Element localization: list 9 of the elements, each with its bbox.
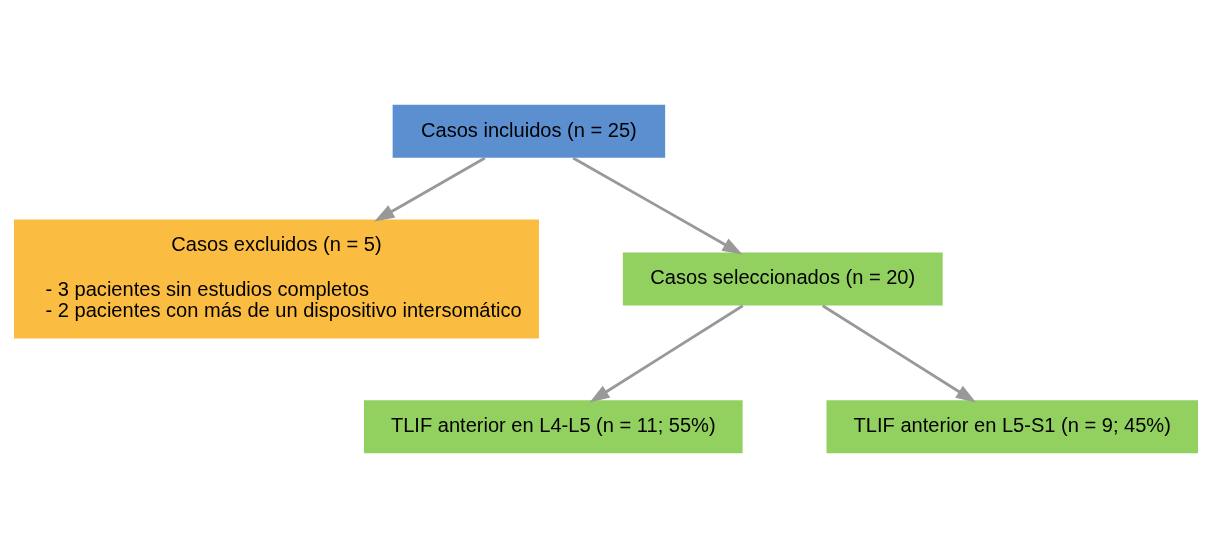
node-box: Casos excluidos (n = 5) - 3 pacientes sin estudios completos - 2 pacientes con más de un dispositivo intersomático <box>14 219 539 339</box>
node-box: TLIF anterior en L4-L5 (n = 11; 55%) <box>363 400 743 454</box>
arrow <box>589 304 744 403</box>
node-box: Casos seleccionados (n = 20) <box>622 252 943 306</box>
node-box: Casos incluidos (n = 25) <box>392 104 666 158</box>
node-box: TLIF anterior en L5-S1 (n = 9; 45%) <box>826 400 1198 454</box>
arrow <box>822 304 977 403</box>
arrow <box>572 156 743 255</box>
arrow <box>374 156 486 222</box>
